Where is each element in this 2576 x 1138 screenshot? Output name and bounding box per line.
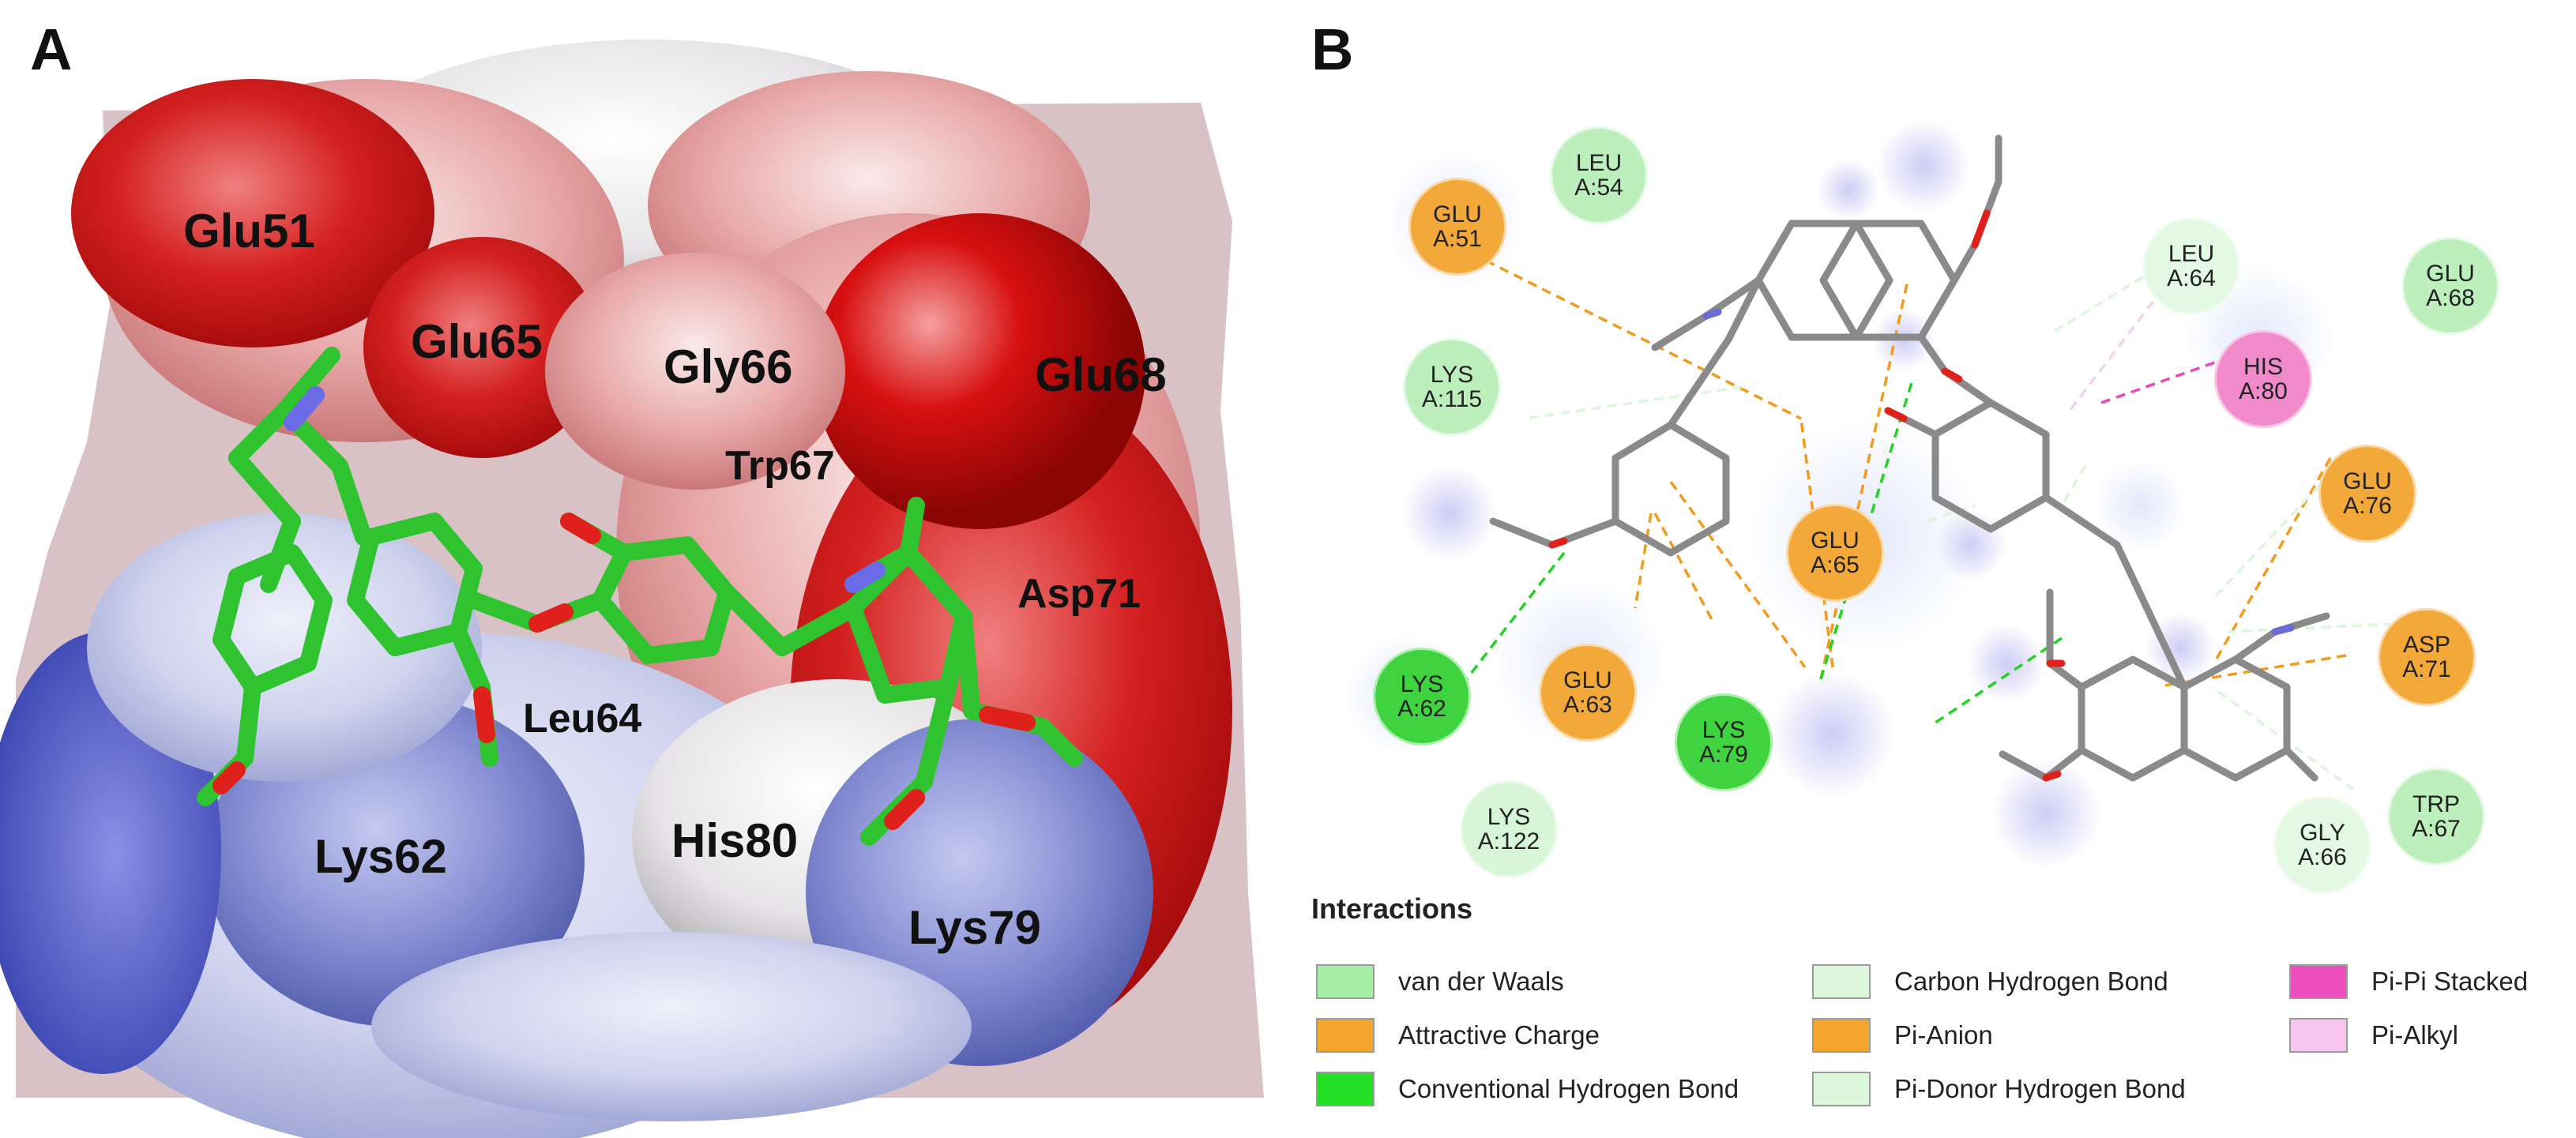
legend-item-conventional-hydrogen-bond: Conventional Hydrogen Bond [1316,1068,1739,1110]
legend-swatch [1316,964,1374,999]
legend-item-pi-pi-stacked: Pi-Pi Stacked [2289,960,2528,1003]
ligand-skeleton [1489,134,2330,782]
legend-swatch [2289,1018,2348,1053]
panel-b: B [1264,0,2576,1138]
legend-item-van-der-waals: van der Waals [1316,960,1564,1003]
residue-label-glu65: Glu65 [411,315,543,368]
legend-swatch [1812,964,1871,999]
residue-label-lys62: Lys62 [314,830,447,883]
residue-label-asp71: Asp71 [1017,571,1141,617]
panel-a: A [0,0,1264,1138]
residue-label-glu51: Glu51 [183,205,315,257]
residue-label-gly66: Gly66 [664,340,793,393]
legend-swatch [1812,1018,1871,1053]
legend-item-pi-anion: Pi-Anion [1812,1014,1993,1057]
legend-item-pi-alkyl: Pi-Alkyl [2289,1014,2458,1057]
residue-label-trp67: Trp67 [725,443,835,489]
panel-letter-b: B [1311,17,1354,82]
legend-title: Interactions [1311,892,1473,925]
legend-item-attractive-charge: Attractive Charge [1316,1014,1600,1057]
legend-swatch [1316,1018,1374,1053]
legend-swatch [1316,1072,1374,1106]
interaction-lines [1457,245,2394,791]
residue-label-lys79: Lys79 [908,901,1041,954]
surface-view [0,39,1264,1138]
residue-label-leu64: Leu64 [523,696,642,742]
legend-swatch [2289,964,2348,999]
residue-label-glu68: Glu68 [1035,348,1167,401]
legend-swatch [1812,1072,1871,1106]
legend-item-pi-donor-hydrogen-bond: Pi-Donor Hydrogen Bond [1812,1068,2186,1110]
panel-letter-a: A [30,17,73,82]
legend-item-carbon-hydrogen-bond: Carbon Hydrogen Bond [1812,960,2168,1003]
residue-label-his80: His80 [671,814,799,867]
